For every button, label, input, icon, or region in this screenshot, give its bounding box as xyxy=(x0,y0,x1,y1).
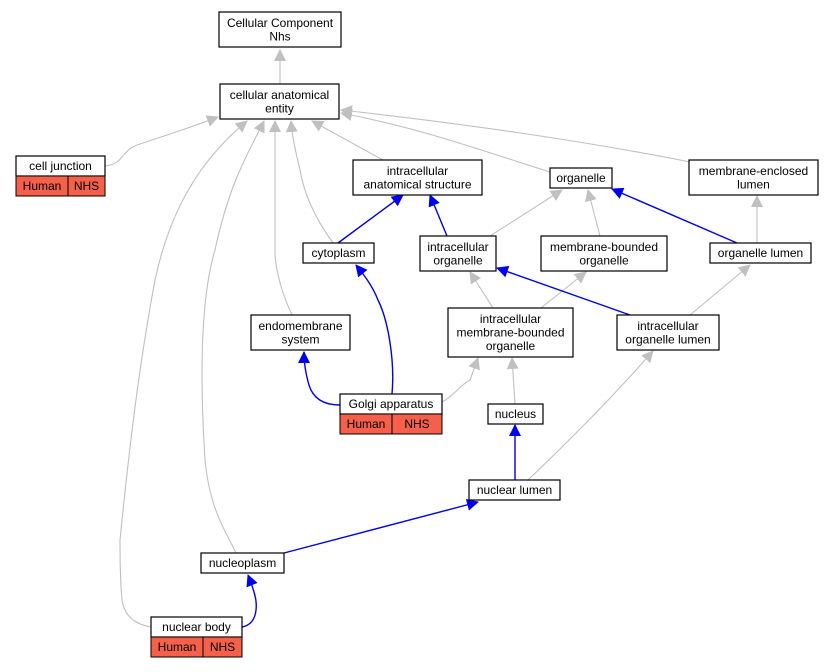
edge-nplasm-to-cae xyxy=(201,120,265,554)
node-label-line: anatomical structure xyxy=(363,177,471,191)
node-label-line: organelle xyxy=(579,253,629,267)
tag-nhs: NHS xyxy=(404,417,429,431)
tag-cell xyxy=(202,636,243,658)
node-label-line: intracellular xyxy=(387,164,448,178)
edge-imbo-to-io xyxy=(469,271,494,309)
tag-human: Human xyxy=(23,179,62,193)
node-box xyxy=(352,159,483,196)
tag-nhs: NHS xyxy=(74,179,99,193)
node-label-line: membrane-bounded xyxy=(550,240,658,254)
edge-nbody-to-nplasm xyxy=(241,574,258,628)
node-label-line: nuclear lumen xyxy=(477,483,552,497)
node-label-line: Cellular Component xyxy=(227,16,334,30)
node-label-line: cellular anatomical xyxy=(230,88,329,102)
edge-golgi-to-endo xyxy=(298,351,341,406)
tag-human: Human xyxy=(347,417,386,431)
node-nplasm[interactable]: nucleoplasm xyxy=(200,552,285,574)
node-label-line: organelle xyxy=(433,253,483,267)
node-box xyxy=(688,159,819,196)
node-nlumen[interactable]: nuclear lumen xyxy=(468,479,561,501)
node-label-line: nuclear body xyxy=(162,620,231,634)
node-box xyxy=(218,11,342,48)
node-label-line: organelle xyxy=(556,171,606,185)
node-box xyxy=(250,314,351,351)
edge-io-to-organelle xyxy=(489,189,563,237)
node-box xyxy=(616,314,720,351)
node-cytoplasm[interactable]: cytoplasm xyxy=(302,242,375,264)
edge-ol-to-organelle xyxy=(611,187,738,244)
edge-nbody-to-cae xyxy=(119,120,248,628)
node-nucleus[interactable]: nucleus xyxy=(487,403,544,425)
edge-imbo-to-mbo xyxy=(540,271,587,309)
edge-cytoplasm-to-cae xyxy=(285,120,334,244)
edge-nplasm-to-nlumen xyxy=(283,498,479,554)
node-label-line: membrane-enclosed xyxy=(699,164,808,178)
node-label-line: system xyxy=(281,332,319,346)
edge-nucleus-to-imbo xyxy=(506,357,519,405)
node-label-line: intracellular xyxy=(427,240,488,254)
node-label-line: nucleus xyxy=(495,407,536,421)
edge-nlumen-to-iol xyxy=(527,350,654,481)
node-label-line: entity xyxy=(265,101,294,115)
node-box xyxy=(468,479,561,501)
node-label-line: Golgi apparatus xyxy=(349,397,434,411)
node-box xyxy=(302,242,375,264)
node-label-line: cell junction xyxy=(29,159,92,173)
edge-cytoplasm-to-ias xyxy=(337,194,404,244)
node-box xyxy=(219,83,340,120)
node-label-line: lumen xyxy=(737,177,770,191)
tag-cell xyxy=(391,413,443,435)
node-label-line: intracellular xyxy=(637,319,698,333)
node-box xyxy=(549,167,613,189)
node-label-line: nucleoplasm xyxy=(209,556,276,570)
edge-ias-to-cae xyxy=(311,120,384,161)
edge-mbo-to-organelle xyxy=(584,189,601,237)
node-organelle[interactable]: organelle xyxy=(549,167,613,189)
edge-iol-to-io xyxy=(496,266,631,316)
node-box xyxy=(709,242,812,264)
tag-nhs: NHS xyxy=(210,640,235,654)
edges-layer xyxy=(104,49,763,628)
node-label-line: organelle lumen xyxy=(625,332,710,346)
node-label-line: cytoplasm xyxy=(311,246,365,260)
edge-golgi-to-imbo xyxy=(441,357,480,403)
node-label-line: membrane-bounded xyxy=(456,326,564,340)
node-label-line: endomembrane xyxy=(258,319,342,333)
node-label-line: intracellular xyxy=(480,312,541,326)
node-box xyxy=(540,235,668,272)
tag-cell xyxy=(67,175,106,197)
edge-endo-to-cae xyxy=(269,120,293,316)
node-box xyxy=(487,403,544,425)
edge-golgi-to-cytoplasm xyxy=(355,264,394,395)
edge-io-to-ias xyxy=(428,194,448,237)
edge-cell-junction-to-cae xyxy=(104,115,219,167)
edge-iol-to-ol xyxy=(689,264,751,316)
node-box xyxy=(447,307,574,358)
node-label-line: Nhs xyxy=(269,29,290,43)
node-box xyxy=(419,235,497,272)
node-label-line: organelle xyxy=(486,339,536,353)
tag-human: Human xyxy=(158,640,197,654)
node-label-line: organelle lumen xyxy=(718,246,803,260)
edge-mel-to-cae xyxy=(340,105,691,163)
node-ol[interactable]: organelle lumen xyxy=(709,242,812,264)
edge-organelle-to-cae xyxy=(340,109,551,173)
node-box xyxy=(200,552,285,574)
